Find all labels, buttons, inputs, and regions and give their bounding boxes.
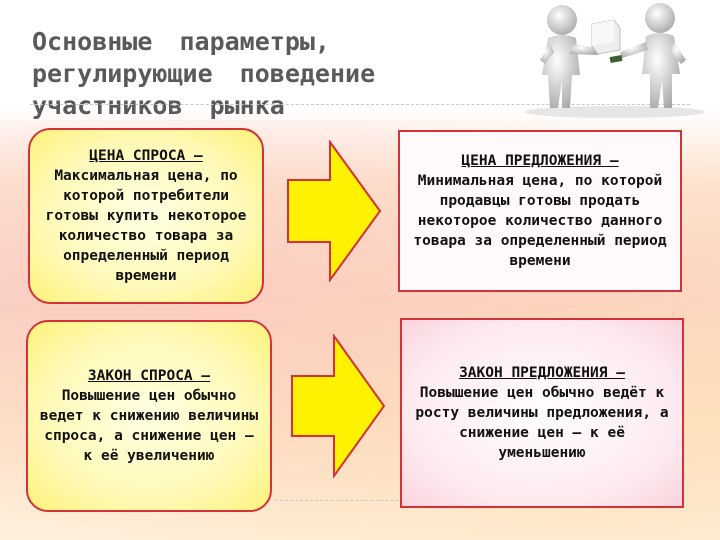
supply-law-card: ЗАКОН ПРЕДЛОЖЕНИЯ – Повышение цен обычно… [400,318,684,508]
supply-price-heading: ЦЕНА ПРЕДЛОЖЕНИЯ – [461,153,619,169]
demand-law-heading: ЗАКОН СПРОСА – [87,368,211,384]
arrow-right-icon [287,140,382,282]
supply-law-heading: ЗАКОН ПРЕДЛОЖЕНИЯ – [459,365,625,381]
demand-law-card: ЗАКОН СПРОСА – Повышение цен обычно веде… [26,320,272,512]
demand-price-heading: ЦЕНА СПРОСА – [89,148,203,164]
supply-price-card: ЦЕНА ПРЕДЛОЖЕНИЯ – Минимальная цена, по … [398,130,682,292]
arrow-right-icon [291,334,386,478]
supply-price-text: Минимальная цена, по которой продавцы го… [413,173,667,269]
divider-top [30,104,690,105]
page-title: Основные параметры, регулирующие поведен… [32,27,376,120]
supply-law-text: Повышение цен обычно ведёт к росту велич… [415,385,669,461]
demand-price-text: Максимальная цена, по которой потребител… [45,168,247,284]
demand-law-text: Повышение цен обычно ведет к снижению ве… [39,388,259,464]
two-people-exchange-icon [525,3,705,118]
demand-price-card: ЦЕНА СПРОСА – Максимальная цена, по кото… [28,128,264,304]
